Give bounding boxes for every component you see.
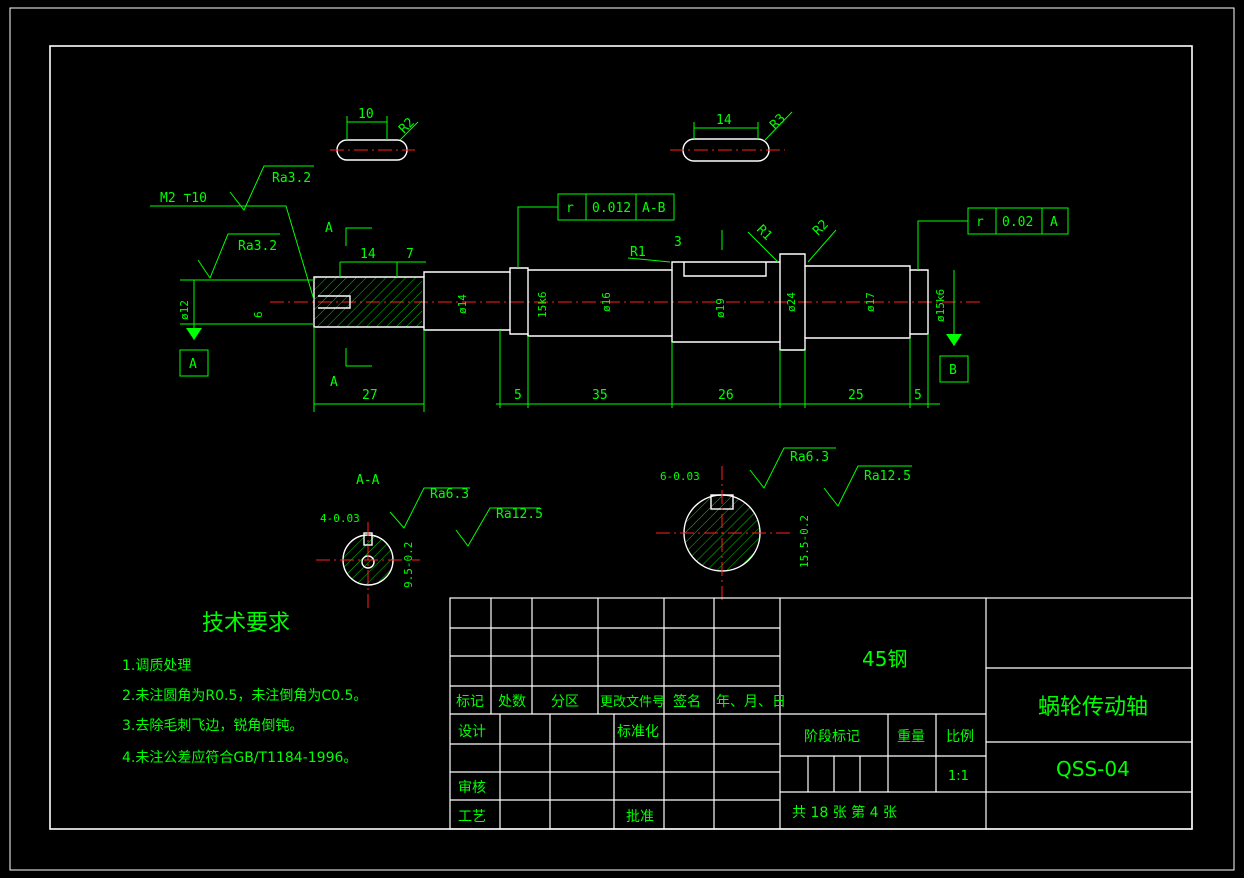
- lbl-weight: 重量: [897, 729, 925, 745]
- runout-value-right: 0.02: [1002, 215, 1033, 230]
- runout-symbol-left: r: [566, 201, 574, 216]
- dia-16: ø16: [600, 292, 613, 312]
- lbl-scale: 比例: [946, 729, 974, 745]
- shaft-main-view: ø14 15k6 ø16 ø19 ø24 ø17 ø15k6 ø12 6 27 …: [150, 165, 1069, 412]
- dim-5-right: 5: [914, 388, 922, 403]
- sheet-info: 共 18 张 第 4 张: [792, 804, 897, 821]
- dia-12: ø12: [178, 300, 191, 320]
- section-right-ra63: Ra6.3: [790, 450, 829, 465]
- section-a-a: A-A 4-0.03 9.5-0.2 Ra6.3 Ra12.5: [316, 473, 543, 612]
- dim-35: 35: [592, 388, 608, 403]
- dia-15k6-left: 15k6: [536, 292, 549, 319]
- fillet-r1-a: R1: [630, 245, 646, 260]
- section-a-a-depth: 9.5-0.2: [402, 542, 415, 588]
- runout-value-left: 0.012: [592, 201, 631, 216]
- section-mark-a-top: A: [325, 221, 333, 236]
- section-right-depth: 15.5-0.2: [798, 515, 811, 568]
- lbl-design: 设计: [458, 724, 486, 740]
- runout-datum-left: A-B: [642, 201, 666, 216]
- technical-requirements: 技术要求 1.调质处理 2.未注圆角为R0.5，未注倒角为C0.5。 3.去除毛…: [122, 611, 367, 766]
- section-a-a-ra125: Ra12.5: [496, 507, 543, 522]
- dim-14-top: 14: [360, 247, 376, 262]
- section-a-a-title: A-A: [356, 473, 380, 488]
- slot-right-width: 14: [716, 113, 732, 128]
- hdr-sign: 签名: [673, 693, 701, 710]
- slot-view-left: 10 R2: [330, 107, 419, 161]
- dia-14: ø14: [456, 294, 469, 314]
- roughness-ra32-b: Ra3.2: [238, 239, 277, 254]
- requirement-1: 1.调质处理: [122, 658, 191, 674]
- section-a-a-ra63: Ra6.3: [430, 487, 469, 502]
- dia-19: ø19: [714, 298, 727, 318]
- dim-5-left: 5: [514, 388, 522, 403]
- title-block-text: 标记 处数 分区 更改文件号 签名 年、月、日 设计 标准化 审核 工艺 批准 …: [456, 647, 1148, 825]
- lbl-review: 审核: [458, 780, 486, 796]
- hdr-date: 年、月、日: [716, 694, 786, 710]
- requirement-3: 3.去除毛刺飞边，锐角倒钝。: [122, 718, 303, 734]
- dim-6: 6: [252, 311, 265, 318]
- requirement-4: 4.未注公差应符合GB/T1184-1996。: [122, 749, 357, 766]
- datum-a: A: [189, 357, 197, 372]
- dim-27: 27: [362, 388, 378, 403]
- thread-callout: M2 ⊤10: [160, 191, 207, 206]
- dim-26: 26: [718, 388, 734, 403]
- runout-symbol-right: r: [976, 215, 984, 230]
- lbl-stage: 阶段标记: [804, 729, 860, 745]
- scale-value: 1:1: [948, 769, 969, 784]
- lbl-standard: 标准化: [617, 724, 659, 740]
- part-name: 蜗轮传动轴: [1038, 695, 1148, 720]
- roughness-ra32-a: Ra3.2: [272, 171, 311, 186]
- section-a-a-width: 4-0.03: [320, 512, 360, 525]
- material: 45钢: [862, 647, 907, 671]
- dia-24: ø24: [785, 292, 798, 312]
- section-right-width: 6-0.03: [660, 470, 700, 483]
- outer-border: [9, 7, 1235, 871]
- runout-datum-right: A: [1050, 215, 1058, 230]
- requirement-2: 2.未注圆角为R0.5，未注倒角为C0.5。: [122, 688, 367, 704]
- slot-left-width: 10: [358, 107, 374, 122]
- drawing-number: QSS-04: [1056, 757, 1130, 781]
- dim-25: 25: [848, 388, 864, 403]
- requirements-title: 技术要求: [202, 611, 290, 636]
- section-right: 6-0.03 15.5-0.2 Ra6.3 Ra12.5: [656, 447, 912, 600]
- datum-b: B: [949, 363, 957, 378]
- slot-view-right: 14 R3: [670, 111, 793, 162]
- slot-left-radius: R2: [396, 115, 418, 137]
- dim-7-top: 7: [406, 247, 414, 262]
- lbl-approve: 批准: [626, 809, 654, 825]
- lbl-process: 工艺: [458, 809, 486, 825]
- inner-frame: [49, 45, 1193, 830]
- hdr-zone: 分区: [551, 694, 579, 710]
- dia-17: ø17: [864, 292, 877, 312]
- hdr-mark: 标记: [456, 694, 484, 710]
- title-block: [449, 597, 1193, 830]
- dia-15k6-right: ø15k6: [934, 289, 947, 322]
- dim-3: 3: [674, 235, 682, 250]
- hdr-count: 处数: [498, 694, 526, 710]
- slot-right-radius: R3: [767, 111, 789, 133]
- fillet-r2: R2: [810, 217, 832, 239]
- section-mark-a-bottom: A: [330, 375, 338, 390]
- section-right-ra125: Ra12.5: [864, 469, 911, 484]
- hdr-doc: 更改文件号: [600, 695, 665, 710]
